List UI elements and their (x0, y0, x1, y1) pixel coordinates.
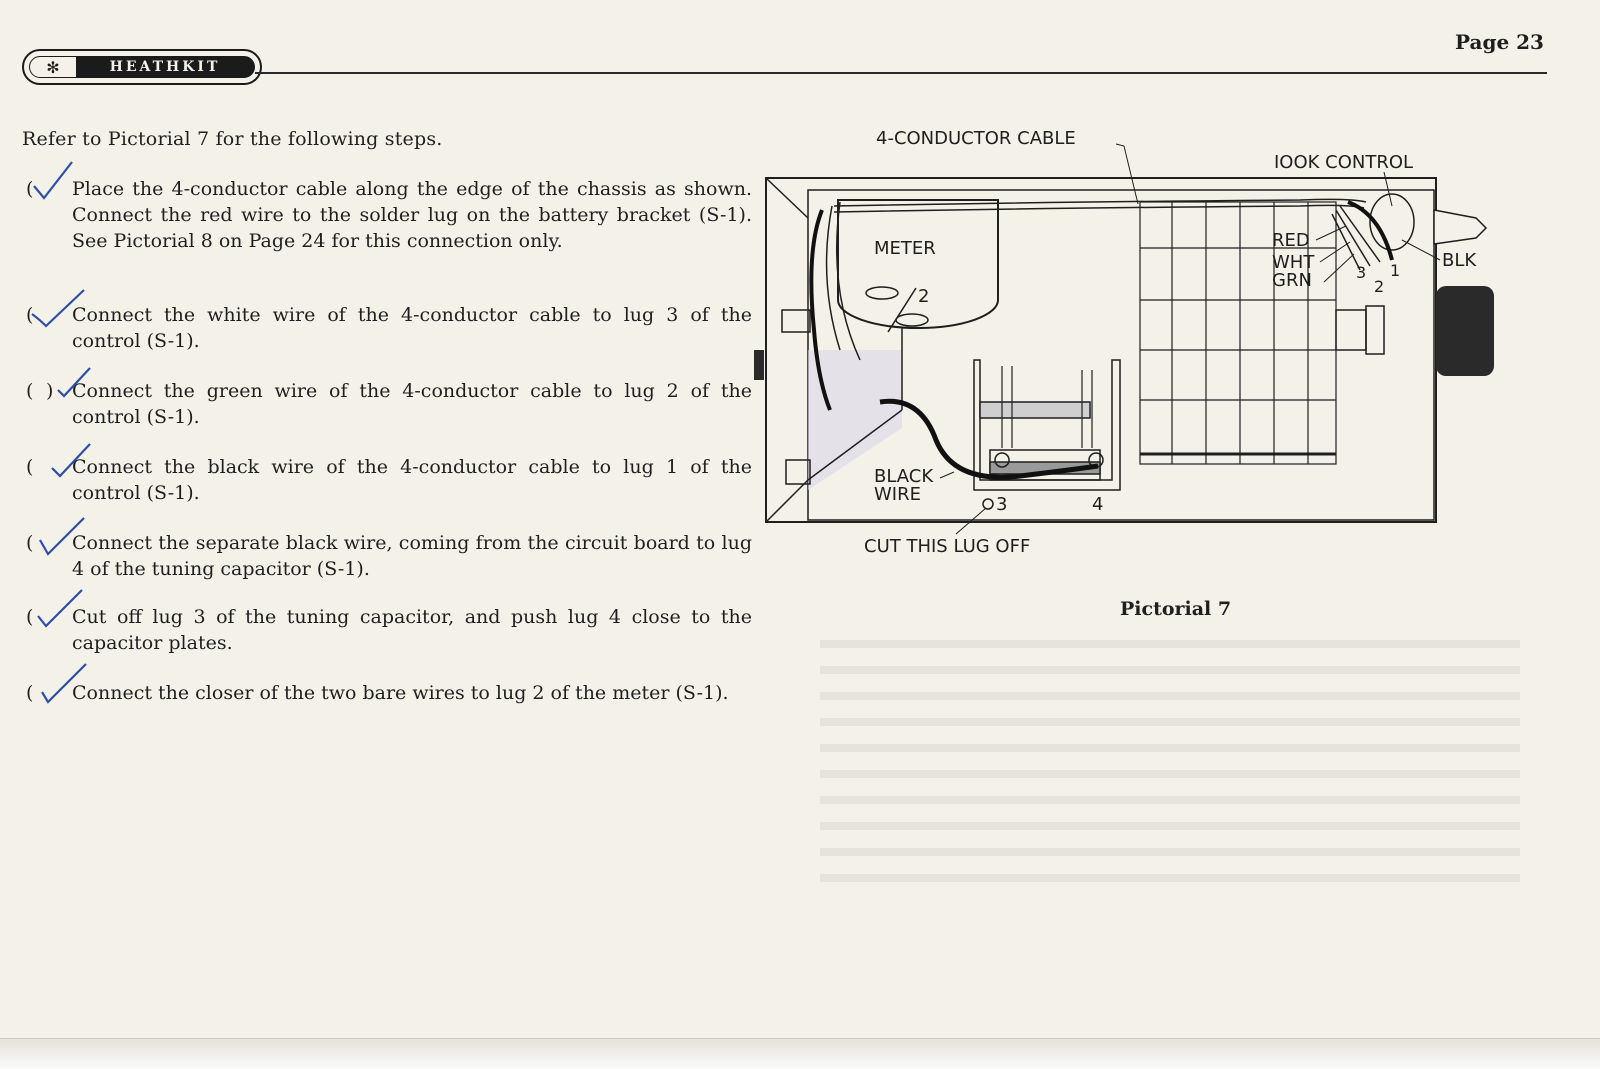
step-text: Connect the black wire of the 4-conducto… (72, 456, 752, 504)
checkmark-icon (39, 517, 85, 556)
meter-lug-2-label: 2 (918, 286, 929, 307)
capacitor-lug-3-label: 3 (996, 494, 1007, 515)
checkmark-icon (57, 367, 91, 398)
side-panel (808, 350, 902, 490)
checkbox[interactable]: ( (26, 443, 91, 480)
red-wire-label: RED (1272, 230, 1310, 251)
intro-text: Refer to Pictorial 7 for the following s… (22, 128, 443, 150)
control-lug-1-label: 1 (1390, 261, 1400, 280)
step-text: Cut off lug 3 of the tuning capacitor, a… (72, 606, 752, 654)
checkmark-icon (31, 289, 85, 328)
checkmark-icon (41, 663, 87, 704)
step-2: ( Connect the white wire of the 4-conduc… (22, 289, 752, 354)
step-text: Place the 4-conductor cable along the ed… (72, 178, 752, 252)
step-text: Connect the white wire of the 4-conducto… (72, 304, 752, 352)
blk-wire-label: BLK (1442, 250, 1477, 271)
pictorial-7-diagram: METER 2 RED WHT GRN 3 2 1 BLK 4-CO (754, 128, 1494, 557)
wht-wire-label: WHT (1272, 252, 1315, 273)
logo-badge: ✻ HEATHKIT (29, 56, 255, 78)
step-6: ( Cut off lug 3 of the tuning capacitor,… (22, 589, 752, 656)
checkmark-icon (37, 589, 83, 628)
100k-control (1369, 193, 1415, 251)
checkbox[interactable]: ( (26, 161, 73, 202)
4-conductor-cable (833, 198, 1367, 207)
step-7: ( Connect the closer of the two bare wir… (22, 663, 752, 706)
heathkit-logo: ✻ HEATHKIT (22, 49, 262, 85)
step-text: Connect the separate black wire, coming … (72, 532, 752, 580)
step-3: () Connect the green wire of the 4-condu… (22, 367, 752, 430)
checkmark-icon (33, 161, 73, 200)
step-text: Connect the green wire of the 4-conducto… (72, 380, 752, 428)
step-4: ( Connect the black wire of the 4-conduc… (22, 443, 752, 506)
cable-label: 4-CONDUCTOR CABLE (876, 128, 1076, 149)
meter-body (837, 199, 999, 329)
checkbox[interactable]: ( (26, 589, 83, 630)
checkmark-icon (51, 443, 91, 478)
control-lug-2-label: 2 (1374, 277, 1384, 296)
checkbox[interactable]: ( (26, 517, 85, 556)
page-number: Page 23 (1455, 30, 1544, 54)
control-shaft (1433, 209, 1488, 245)
step-5: ( Connect the separate black wire, comin… (22, 517, 752, 582)
logo-brand-text: HEATHKIT (109, 59, 221, 75)
control-lug-3-label: 3 (1356, 263, 1366, 282)
header-rule (255, 72, 1547, 74)
checkbox[interactable]: () (26, 367, 91, 404)
page-bottom-edge (0, 1038, 1600, 1069)
tuning-knob (1436, 286, 1494, 376)
black-wire (879, 398, 1099, 480)
capacitor-lug-4-label: 4 (1092, 494, 1103, 515)
side-switch (754, 350, 764, 380)
pictorial-caption: Pictorial 7 (1120, 598, 1232, 620)
step-text: Connect the closer of the two bare wires… (72, 682, 729, 704)
meter-label: METER (874, 238, 936, 259)
black-wire-label-line-1: BLACK (874, 466, 934, 487)
cut-lug-label: CUT THIS LUG OFF (864, 536, 1030, 557)
grn-wire-label: GRN (1272, 270, 1312, 291)
checkbox[interactable]: ( (26, 289, 85, 328)
black-wire-label-line-2: WIRE (874, 484, 921, 505)
bleed-through-text (820, 640, 1520, 900)
step-1: ( Place the 4-conductor cable along the … (22, 161, 752, 254)
checkbox[interactable]: ( (26, 663, 87, 706)
control-label: IOOK CONTROL (1274, 152, 1413, 173)
atom-icon: ✻ (30, 57, 76, 77)
